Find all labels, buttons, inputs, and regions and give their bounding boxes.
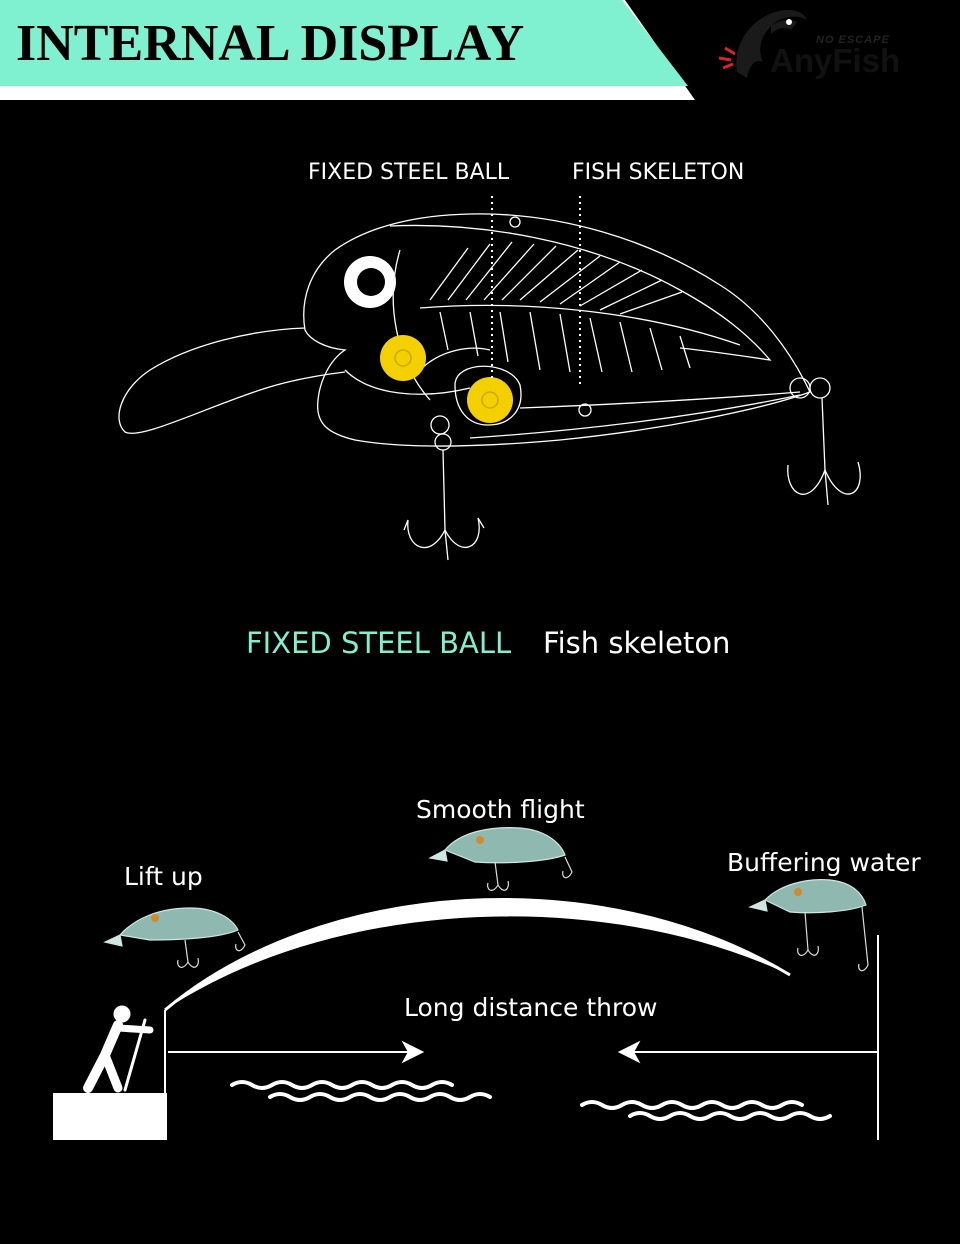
lure-image-smooth-flight [428, 827, 573, 891]
label-lift-up: Lift up [124, 862, 203, 891]
legend-steel-ball: FIXED STEEL BALL [246, 626, 512, 660]
waves-right [580, 1100, 832, 1121]
legend-fish-skeleton: Fish skeleton [543, 626, 731, 660]
label-buffering-water: Buffering water [727, 848, 921, 877]
front-treble-hook [403, 415, 485, 561]
waves-left [230, 1080, 492, 1102]
header-band [0, 0, 695, 100]
label-long-distance-throw: Long distance throw [404, 993, 658, 1022]
lure-internal-diagram [118, 196, 861, 561]
steel-ball-rear [467, 377, 513, 423]
steel-ball-front [380, 335, 426, 381]
lure-lip [118, 327, 346, 434]
lure-image-buffering-water [748, 879, 869, 972]
logo-brand-name: AnyFish [770, 42, 901, 79]
logo-tagline: NO ESCAPE [816, 34, 890, 46]
lure-body-outline [303, 213, 811, 447]
shore-platform [53, 1093, 167, 1140]
lure-image-lift-up [103, 907, 246, 968]
callout-fish-skeleton: FISH SKELETON [572, 160, 745, 185]
rear-treble-hook [787, 377, 861, 506]
arrow-right [168, 1040, 425, 1064]
page-title: INTERNAL DISPLAY [16, 15, 525, 72]
label-smooth-flight: Smooth flight [416, 795, 585, 824]
brand-logo-fish-icon [718, 9, 807, 78]
callout-steel-ball: FIXED STEEL BALL [308, 160, 510, 185]
angler-icon [83, 1005, 154, 1093]
arrow-left [617, 1040, 878, 1064]
